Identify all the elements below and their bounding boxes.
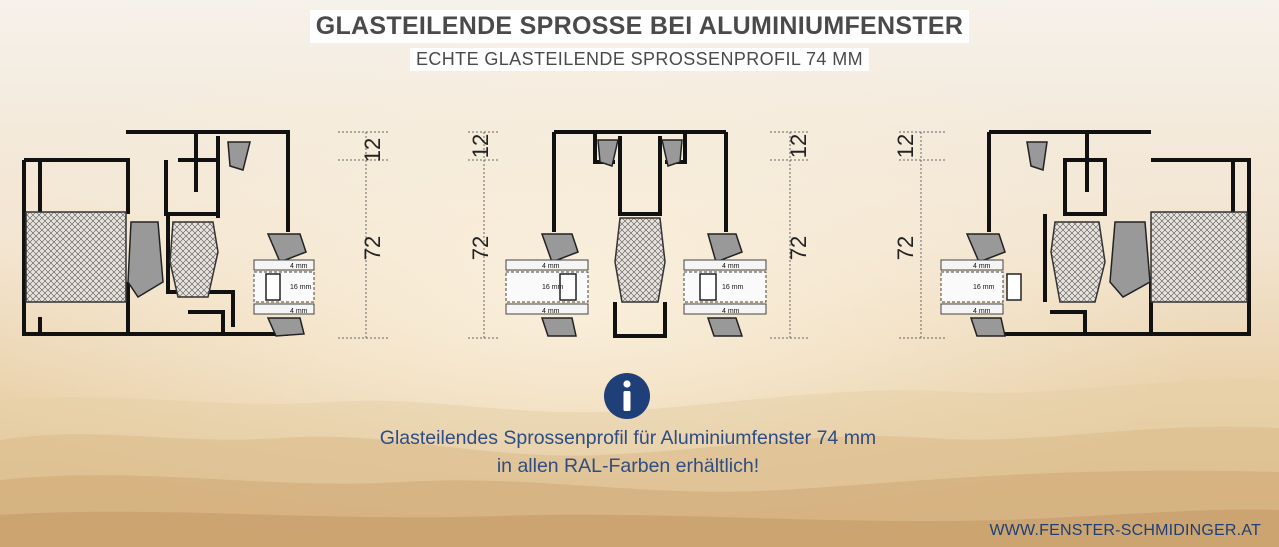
glass-dim-outer-label-left: 4 mm <box>542 263 560 270</box>
glass-dim-gap-label: 16 mm <box>290 284 312 291</box>
profile-section-left: 4 mm 16 mm 4 mm 12 72 <box>22 130 388 339</box>
profile-section-middle: 12 72 12 72 4 mm 16 mm 4 mm 4 mm 16 mm 4… <box>468 130 811 339</box>
dimension-top-label-left: 12 <box>468 134 493 158</box>
glass-dim-inner-label-right: 4 mm <box>722 308 740 315</box>
info-line-1: Glasteilendes Sprossenprofil für Alumini… <box>379 427 877 449</box>
info-icon <box>604 373 650 419</box>
dimension-main-label: 72 <box>895 236 918 260</box>
glass-dim-gap-label-right: 16 mm <box>722 284 744 291</box>
dimension-main-label: 72 <box>360 236 385 260</box>
dimension-top-label-right: 12 <box>786 134 811 158</box>
dimension-main-label-left: 72 <box>468 236 493 260</box>
glass-dim-outer-label: 4 mm <box>973 263 991 270</box>
info-message: Glasteilendes Sprossenprofil für Alumini… <box>0 424 1256 480</box>
glass-dim-outer-label: 4 mm <box>290 263 308 270</box>
dimension-main-label-right: 72 <box>786 236 811 260</box>
dimension-top-label: 12 <box>360 138 385 162</box>
glass-dim-outer-label-right: 4 mm <box>722 263 740 270</box>
dimension-top-label: 12 <box>895 134 918 158</box>
info-line-2: in allen RAL-Farben erhältlich! <box>496 455 760 477</box>
page-title: GLASTEILENDE SPROSSE BEI ALUMINIUMFENSTE… <box>309 10 970 43</box>
glass-dim-inner-label: 4 mm <box>973 308 991 315</box>
glass-dim-inner-label-left: 4 mm <box>542 308 560 315</box>
glass-dim-inner-label: 4 mm <box>290 308 308 315</box>
website-link[interactable]: WWW.FENSTER-SCHMIDINGER.AT <box>989 522 1261 539</box>
profile-section-right: 12 72 4 mm 16 mm 4 mm <box>895 130 1251 339</box>
glass-dim-gap-label: 16 mm <box>973 284 995 291</box>
page-subtitle: ECHTE GLASTEILENDE SPROSSENPROFIL 74 MM <box>409 48 870 71</box>
glass-dim-gap-label-left: 16 mm <box>542 284 564 291</box>
